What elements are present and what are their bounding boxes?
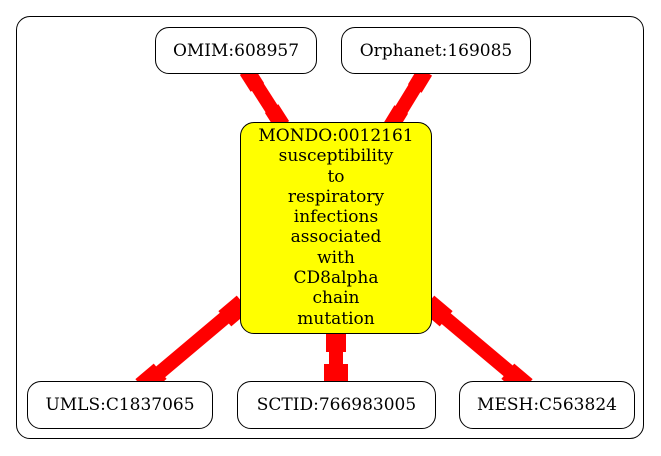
node-mesh-label: MESH:C563824 [477, 395, 617, 415]
node-umls-label: UMLS:C1837065 [45, 395, 195, 415]
center-label-line: susceptibility [278, 146, 394, 167]
node-sctid[interactable]: SCTID:766983005 [237, 381, 436, 429]
node-sctid-label: SCTID:766983005 [256, 395, 417, 415]
edge-center-umls [135, 295, 250, 395]
node-orphanet[interactable]: Orphanet:169085 [341, 27, 531, 74]
edge-center-mesh [421, 295, 533, 395]
graph-frame [16, 16, 644, 439]
node-umls[interactable]: UMLS:C1837065 [27, 381, 213, 429]
center-node-id: MONDO:0012161 [258, 126, 414, 146]
center-label-line: associated [290, 227, 382, 248]
node-mondo-center[interactable]: MONDO:0012161 susceptibility to respirat… [240, 122, 432, 334]
center-label-line: CD8alpha [293, 268, 379, 289]
center-label-line: chain [312, 288, 360, 309]
node-orphanet-label: Orphanet:169085 [359, 40, 513, 61]
node-omim-label: OMIM:608957 [172, 40, 300, 61]
center-label-line: to [327, 166, 345, 187]
node-mesh[interactable]: MESH:C563824 [459, 381, 635, 429]
center-label-line: mutation [297, 308, 375, 329]
center-label-line: respiratory [287, 186, 385, 207]
center-label-line: infections [293, 207, 379, 228]
node-omim[interactable]: OMIM:608957 [155, 27, 317, 74]
edge-center-sctid [324, 326, 348, 386]
center-label-line: with [317, 247, 355, 268]
edge-center-omim [239, 66, 290, 130]
